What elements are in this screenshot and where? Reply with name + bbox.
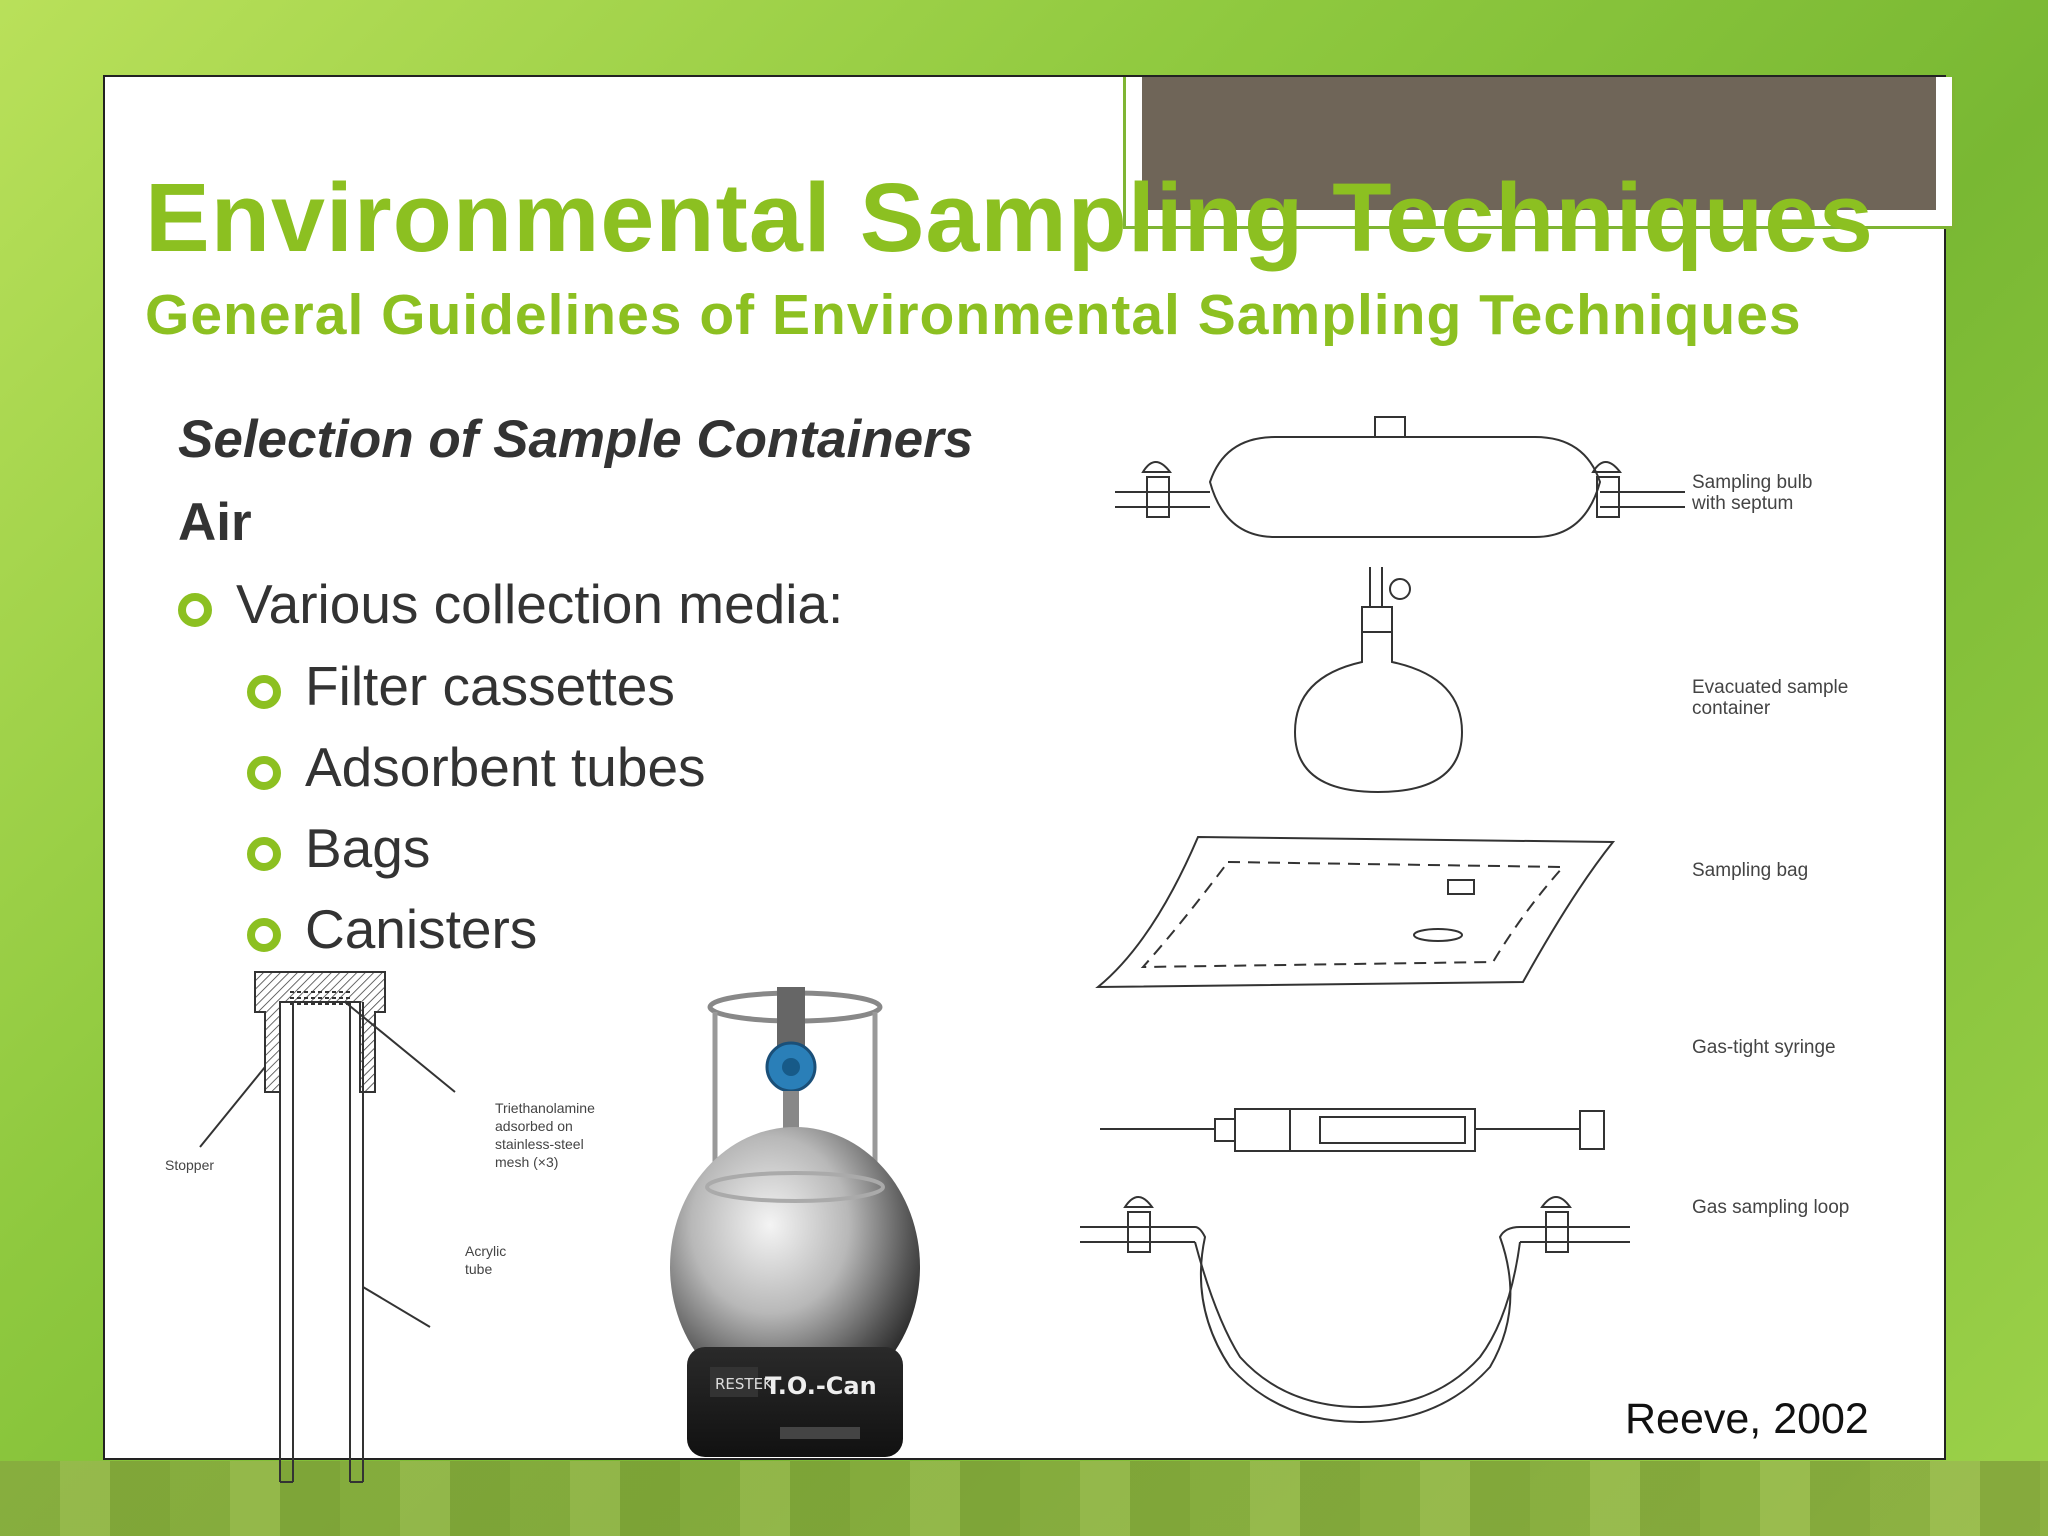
label-triethanolamine: Triethanolamine adsorbed on stainless-st…	[495, 1100, 595, 1170]
label-gas-loop: Gas sampling loop	[1692, 1197, 1850, 1218]
sampling-bag-drawing	[1095, 835, 1616, 989]
canister-brand: RESTEK	[715, 1375, 774, 1393]
top-tab-fill	[1142, 77, 1936, 210]
sampling-bulb-drawing	[1115, 416, 1685, 538]
gas-sampling-loop-drawing	[1080, 1196, 1630, 1424]
label-sampling-bulb: Sampling bulb with septum	[1692, 472, 1813, 514]
sub-bullet-text: Canisters	[305, 898, 538, 960]
background-strip	[0, 1461, 2048, 1536]
top-decorative-tab	[1123, 77, 1955, 229]
evacuated-container-drawing	[1293, 567, 1464, 794]
label-acrylic-tube: Acrylic tube	[465, 1243, 507, 1277]
section-heading: Selection of Sample Containers	[178, 410, 974, 469]
bullet-main-text: Various collection media:	[236, 573, 844, 635]
category-label: Air	[178, 493, 252, 552]
slide-subtitle: General Guidelines of Environmental Samp…	[145, 283, 1802, 347]
label-gas-syringe: Gas-tight syringe	[1692, 1037, 1836, 1058]
canister-model: T.O.-Can	[765, 1372, 877, 1400]
gas-syringe-drawing	[1100, 1108, 1605, 1152]
citation: Reeve, 2002	[1625, 1395, 1869, 1443]
sub-bullet-1: Filter cassettes	[247, 654, 675, 718]
slide: Environmental Sampling Techniques Genera…	[103, 75, 1955, 1483]
bullet-icon	[178, 593, 212, 627]
sub-bullet-4: Canisters	[247, 897, 538, 961]
label-stopper: Stopper	[165, 1157, 215, 1173]
bullet-icon	[247, 756, 281, 790]
label-evacuated-container: Evacuated sample container	[1692, 677, 1849, 719]
label-sampling-bag: Sampling bag	[1692, 860, 1809, 881]
slide-title: Environmental Sampling Techniques	[145, 163, 1874, 272]
sub-bullet-2: Adsorbent tubes	[247, 735, 706, 799]
bullet-main: Various collection media:	[178, 572, 844, 636]
sub-bullet-text: Filter cassettes	[305, 655, 675, 717]
bullet-icon	[247, 918, 281, 952]
bullet-icon	[247, 837, 281, 871]
sub-bullet-3: Bags	[247, 816, 431, 880]
adsorbent-tube-drawing	[199, 971, 456, 1483]
sub-bullet-text: Adsorbent tubes	[305, 736, 706, 798]
bullet-icon	[247, 675, 281, 709]
canister-image: RESTEK T.O.-Can	[670, 987, 920, 1457]
sub-bullet-text: Bags	[305, 817, 431, 879]
